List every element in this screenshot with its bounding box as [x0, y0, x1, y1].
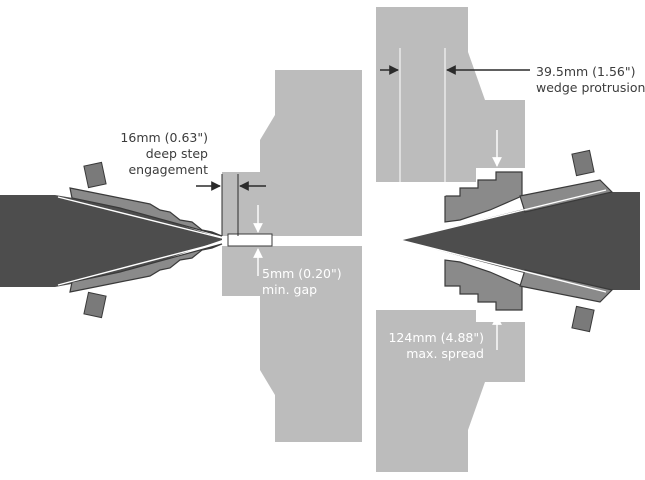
right-lower-arm	[519, 269, 614, 303]
left-cylinder-bottom-block	[222, 246, 362, 442]
min-gap-label: min. gap	[262, 282, 318, 297]
deep-step-value: 16mm (0.63")	[120, 130, 208, 145]
left-cylinder-top-block	[222, 70, 362, 236]
max-spread-callout: 124mm (4.88") max. spread	[388, 330, 484, 362]
dimension-deep-step	[196, 174, 266, 236]
left-wedge-shank	[0, 195, 222, 287]
left-lower-jaw	[69, 243, 223, 293]
max-spread-label: max. spread	[406, 346, 484, 361]
right-wedge-upper-edge	[399, 189, 607, 241]
left-upper-jaw	[69, 187, 223, 237]
right-upper-bolt	[571, 149, 595, 177]
right-cylinder	[376, 7, 525, 472]
left-wedge-tip-lower-edge	[57, 241, 223, 286]
min-gap-callout: 5mm (0.20") min. gap	[262, 266, 342, 298]
right-cylinder-top-block	[376, 7, 525, 182]
protrusion-callout: 39.5mm (1.56") wedge protrusion	[536, 64, 645, 96]
deep-step-label-2: engagement	[128, 162, 208, 177]
left-upper-bolt	[83, 161, 107, 189]
left-cylinder	[222, 70, 362, 442]
right-cylinder-bottom-block	[376, 310, 525, 472]
min-gap-value: 5mm (0.20")	[262, 266, 342, 281]
left-spreader	[0, 161, 223, 319]
right-spreader	[399, 149, 640, 333]
gap-slot	[227, 233, 273, 247]
deep-step-label-1: deep step	[145, 146, 208, 161]
deep-step-callout: 16mm (0.63") deep step engagement	[120, 130, 208, 178]
protrusion-label: wedge protrusion	[536, 80, 645, 95]
right-wedge	[400, 192, 640, 290]
right-upper-arm	[519, 179, 614, 213]
left-lower-bolt	[83, 291, 107, 319]
right-wedge-lower-edge	[399, 239, 607, 293]
right-lower-jaw-steps	[444, 259, 523, 311]
left-wedge-tip-upper-edge	[57, 196, 223, 239]
protrusion-value: 39.5mm (1.56")	[536, 64, 636, 79]
right-upper-jaw-steps	[444, 171, 523, 223]
max-spread-value: 124mm (4.88")	[388, 330, 484, 345]
dimension-protrusion	[380, 48, 530, 236]
right-lower-bolt	[571, 305, 595, 333]
